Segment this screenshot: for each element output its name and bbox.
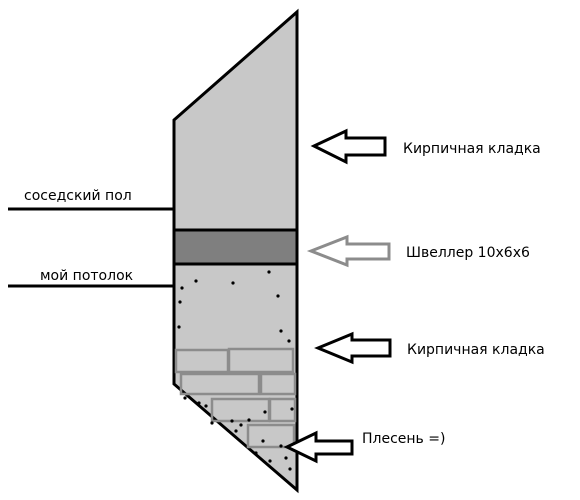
lower-brick-wall [172,262,299,494]
brick [268,397,297,423]
mold-dot [279,329,283,333]
mold-dot [268,459,272,463]
mold-dot [204,404,208,408]
brick [246,423,296,449]
mold-dot [261,439,265,443]
neighbor-floor-label: соседский пол [24,188,132,204]
upper-brick-wall [172,8,299,232]
left-arrow-icon [306,234,391,268]
left-arrow-icon [314,331,392,365]
channel-label: Швеллер 10х6х6 [406,245,530,261]
brick [259,372,297,396]
brick-pattern [174,347,297,449]
mold-dot [180,286,184,290]
mold-dot [276,294,280,298]
mold-dot [210,421,214,425]
mold-dot [183,396,187,400]
mold-dot [279,444,283,448]
mold-dot [177,325,181,329]
brick-bottom-label: Кирпичная кладка [407,342,545,358]
mold-dots [177,270,294,471]
left-arrow-icon [283,430,354,464]
mold-dot [287,339,291,343]
mold-dot [234,429,238,433]
mold-dot [290,407,294,411]
brick-top-label: Кирпичная кладка [403,141,541,157]
mold-dot [284,456,288,460]
mold-dot [230,419,234,423]
mold-dot [239,423,243,427]
brick [179,372,261,396]
mold-dot [254,451,258,455]
mold-dot [178,300,182,304]
mold-dot [267,270,271,274]
brick [227,347,295,374]
mold-dot [288,467,292,471]
mold-dot [194,279,198,283]
left-arrow-icon [310,128,387,165]
mold-dot [197,401,201,405]
mold-label: Плесень =) [362,431,445,447]
mold-dot [263,410,267,414]
steel-channel [172,228,299,266]
my-ceiling-label: мой потолок [40,268,133,284]
mold-dot [247,418,251,422]
mold-dot [231,281,235,285]
